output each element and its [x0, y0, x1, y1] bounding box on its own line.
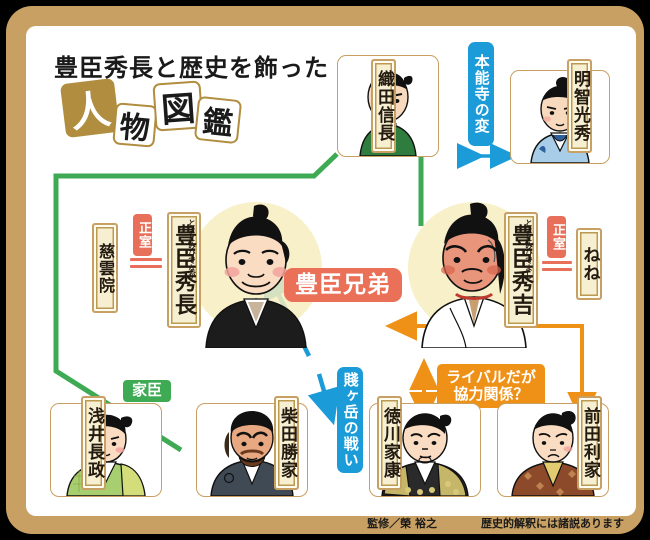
name-plaque-jiunin: 慈雲院 [92, 223, 118, 313]
name-plaque-toshiie-label: 前田利家 [580, 407, 600, 479]
relation-tag-seishitsu-left: 正室 [133, 214, 152, 256]
name-plaque-nagamasa-label: 浅井長政 [84, 407, 104, 479]
name-plaque-ieyasu-label: 徳川家康 [380, 407, 400, 479]
relation-tag-honnoji: 本能寺の変 [468, 42, 494, 146]
name-plaque-mitsuhide: 明智光秀 [567, 59, 592, 153]
relation-tag-rival: ライバルだが 協力関係？ [437, 364, 545, 408]
footer: 監修／榮 裕之 歴史的解釈には諸説あります [0, 512, 650, 534]
title-kanji-2-label: 物 [118, 109, 152, 148]
name-ruby-hidenaga: とよとみひでなが [187, 219, 197, 279]
diagram-canvas: 豊臣秀長と歴史を飾った 人 物 図 鑑 [26, 26, 636, 516]
mitsuhide-portrait [530, 77, 590, 163]
name-plaque-toshiie: 前田利家 [577, 396, 602, 490]
name-plaque-nagamasa: 浅井長政 [81, 396, 106, 490]
name-plaque-nene-label: ねね [579, 246, 600, 282]
footer-disclaimer: 歴史的解釈には諸説あります [481, 517, 624, 530]
relation-tag-shizugatake-label: 賤ヶ岳の戦い [341, 372, 360, 468]
page-title: 豊臣秀長と歴史を飾った [54, 53, 329, 82]
name-plaque-katsuie: 柴田勝家 [274, 396, 299, 490]
marriage-line-right [542, 261, 572, 271]
relation-tag-brothers-label: 豊臣兄弟 [295, 271, 391, 298]
name-plaque-nene: ねね [576, 228, 602, 300]
name-plaque-hideyoshi-label: 豊臣秀吉 [508, 224, 534, 316]
relation-tag-seishitsu-right-label: 正室 [549, 223, 565, 251]
portrait-card-mitsuhide[interactable] [510, 70, 610, 164]
footer-supervisor: 監修／榮 裕之 [367, 517, 437, 530]
name-plaque-jiunin-label: 慈雲院 [96, 242, 115, 294]
name-plaque-mitsuhide-label: 明智光秀 [570, 70, 590, 142]
relation-tag-brothers: 豊臣兄弟 [284, 268, 402, 302]
nagamasa-portrait [66, 414, 146, 496]
title-kanji-1: 人 [59, 77, 121, 139]
name-ruby-hideyoshi: とよとみひでよし [524, 219, 534, 279]
katsuie-portrait [210, 411, 294, 496]
title-kanji-3-label: 図 [159, 88, 197, 131]
name-plaque-hidenaga: 豊臣秀長 [167, 212, 201, 328]
title-kanji-4: 鑑 [193, 95, 243, 145]
relation-tag-seishitsu-left-label: 正室 [135, 221, 151, 249]
name-plaque-hideyoshi: 豊臣秀吉 [504, 212, 538, 328]
name-plaque-hidenaga-label: 豊臣秀長 [171, 224, 197, 316]
title-kanji-4-label: 鑑 [200, 104, 235, 143]
name-plaque-nobunaga: 織田信長 [371, 59, 396, 153]
marriage-line-left [130, 258, 162, 268]
relation-tag-seishitsu-right: 正室 [547, 216, 566, 258]
title-kanji-1-label: 人 [67, 85, 114, 138]
relation-tag-rival-line1: ライバルだが [446, 367, 536, 386]
name-plaque-ieyasu: 徳川家康 [377, 396, 402, 490]
name-plaque-katsuie-label: 柴田勝家 [277, 407, 297, 479]
relation-tag-kashin: 家臣 [123, 380, 171, 402]
relation-tag-honnoji-label: 本能寺の変 [472, 54, 491, 134]
outer-frame: 豊臣秀長と歴史を飾った 人 物 図 鑑 [6, 6, 644, 534]
title-kanji-2: 物 [112, 102, 158, 148]
relation-tag-rival-line2: 協力関係？ [453, 385, 529, 403]
relation-tag-shizugatake: 賤ヶ岳の戦い [337, 367, 363, 473]
portrait-card-nagamasa[interactable] [50, 403, 162, 497]
relation-tag-kashin-label: 家臣 [131, 381, 162, 400]
name-plaque-nobunaga-label: 織田信長 [374, 70, 394, 142]
